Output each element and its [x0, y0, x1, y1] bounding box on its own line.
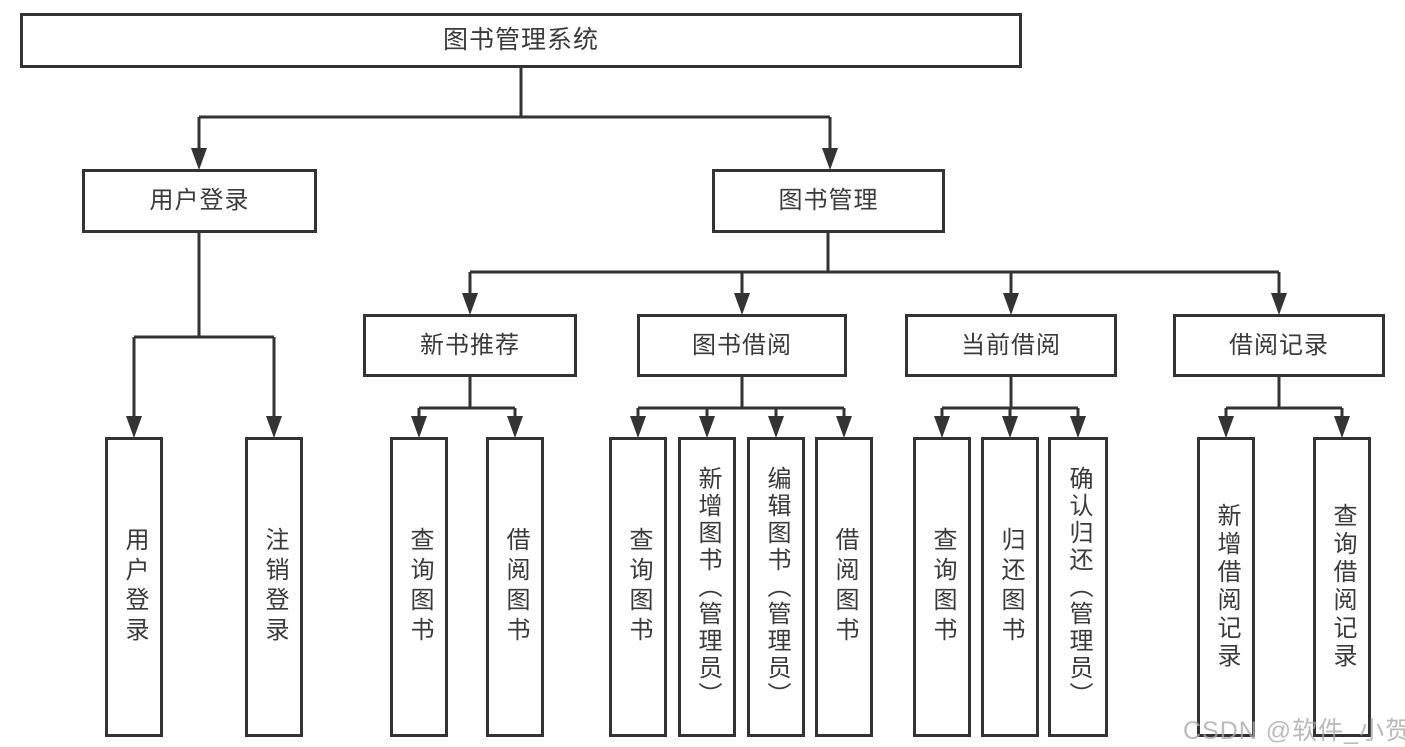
node-leaf-confirm-return-admin: 确认归还（管理员）	[1048, 437, 1108, 737]
connector-book-borrow	[636, 377, 846, 418]
arrowhead	[768, 416, 784, 438]
node-user-login: 用户登录	[82, 169, 317, 233]
arrowhead	[462, 293, 478, 315]
node-leaf-add-borrow-record: 新增借阅记录	[1197, 437, 1255, 737]
arrowhead	[1002, 416, 1018, 438]
node-label: 借阅图书	[502, 527, 529, 647]
node-label: 查询图书	[929, 527, 956, 647]
arrowhead	[1003, 293, 1019, 315]
node-leaf-borrow-books: 借阅图书	[486, 437, 544, 737]
node-new-book-recommend: 新书推荐	[363, 314, 577, 377]
arrowhead	[1070, 416, 1086, 438]
connector-borrow-record	[1224, 377, 1344, 418]
node-label: 新增借阅记录	[1213, 503, 1240, 671]
node-label: 当前借阅	[961, 331, 1061, 359]
node-leaf-query-books: 查询图书	[913, 437, 971, 737]
node-leaf-query-borrow-record: 查询借阅记录	[1313, 437, 1371, 737]
connector-new-book	[417, 377, 517, 418]
node-label: 图书借阅	[692, 331, 792, 359]
arrowhead	[191, 148, 207, 170]
arrowhead	[734, 293, 750, 315]
arrowhead	[266, 416, 282, 438]
node-current-borrow: 当前借阅	[905, 314, 1117, 377]
connector-book-mgmt	[468, 233, 1281, 295]
node-label: 图书管理系统	[442, 26, 599, 54]
arrowhead	[630, 416, 646, 438]
arrowhead	[836, 416, 852, 438]
node-label: 用户登录	[149, 187, 250, 214]
node-leaf-borrow-books: 借阅图书	[815, 437, 873, 737]
node-label: 新增图书（管理员）	[694, 465, 721, 709]
node-root-system: 图书管理系统	[20, 13, 1022, 68]
node-label: 注销登录	[261, 527, 288, 647]
arrowhead	[934, 416, 950, 438]
node-borrow-record: 借阅记录	[1173, 314, 1385, 377]
node-label: 借阅记录	[1229, 331, 1329, 359]
node-label: 查询图书	[625, 527, 652, 647]
node-leaf-logout: 注销登录	[245, 437, 303, 737]
arrowhead	[822, 148, 838, 170]
connector-current-borrow	[940, 377, 1080, 418]
node-book-management: 图书管理	[712, 169, 945, 233]
arrowhead	[507, 416, 523, 438]
arrowhead	[699, 416, 715, 438]
node-leaf-return-books: 归还图书	[981, 437, 1039, 737]
node-label: 查询借阅记录	[1329, 503, 1356, 671]
node-label: 查询图书	[406, 527, 433, 647]
arrowhead	[126, 416, 142, 438]
node-label: 编辑图书（管理员）	[763, 465, 790, 709]
node-leaf-query-books: 查询图书	[609, 437, 667, 737]
node-label: 借阅图书	[831, 527, 858, 647]
arrowhead	[411, 416, 427, 438]
node-book-borrow: 图书借阅	[637, 314, 847, 377]
csdn-watermark: CSDN @软件_小贺同学	[1183, 717, 1405, 745]
node-leaf-edit-books-admin: 编辑图书（管理员）	[747, 437, 805, 737]
node-label: 新书推荐	[420, 331, 520, 359]
node-label: 确认归还（管理员）	[1065, 465, 1092, 709]
arrowhead	[1271, 293, 1287, 315]
node-leaf-user-login: 用户登录	[105, 437, 163, 737]
node-leaf-query-books: 查询图书	[390, 437, 448, 737]
node-leaf-add-books-admin: 新增图书（管理员）	[678, 437, 736, 737]
connector-user-login	[132, 233, 276, 418]
arrowhead	[1218, 416, 1234, 438]
node-label: 用户登录	[121, 527, 148, 647]
node-label: 归还图书	[997, 527, 1024, 647]
arrowhead	[1334, 416, 1350, 438]
node-label: 图书管理	[778, 187, 879, 214]
connector-root	[197, 68, 832, 150]
